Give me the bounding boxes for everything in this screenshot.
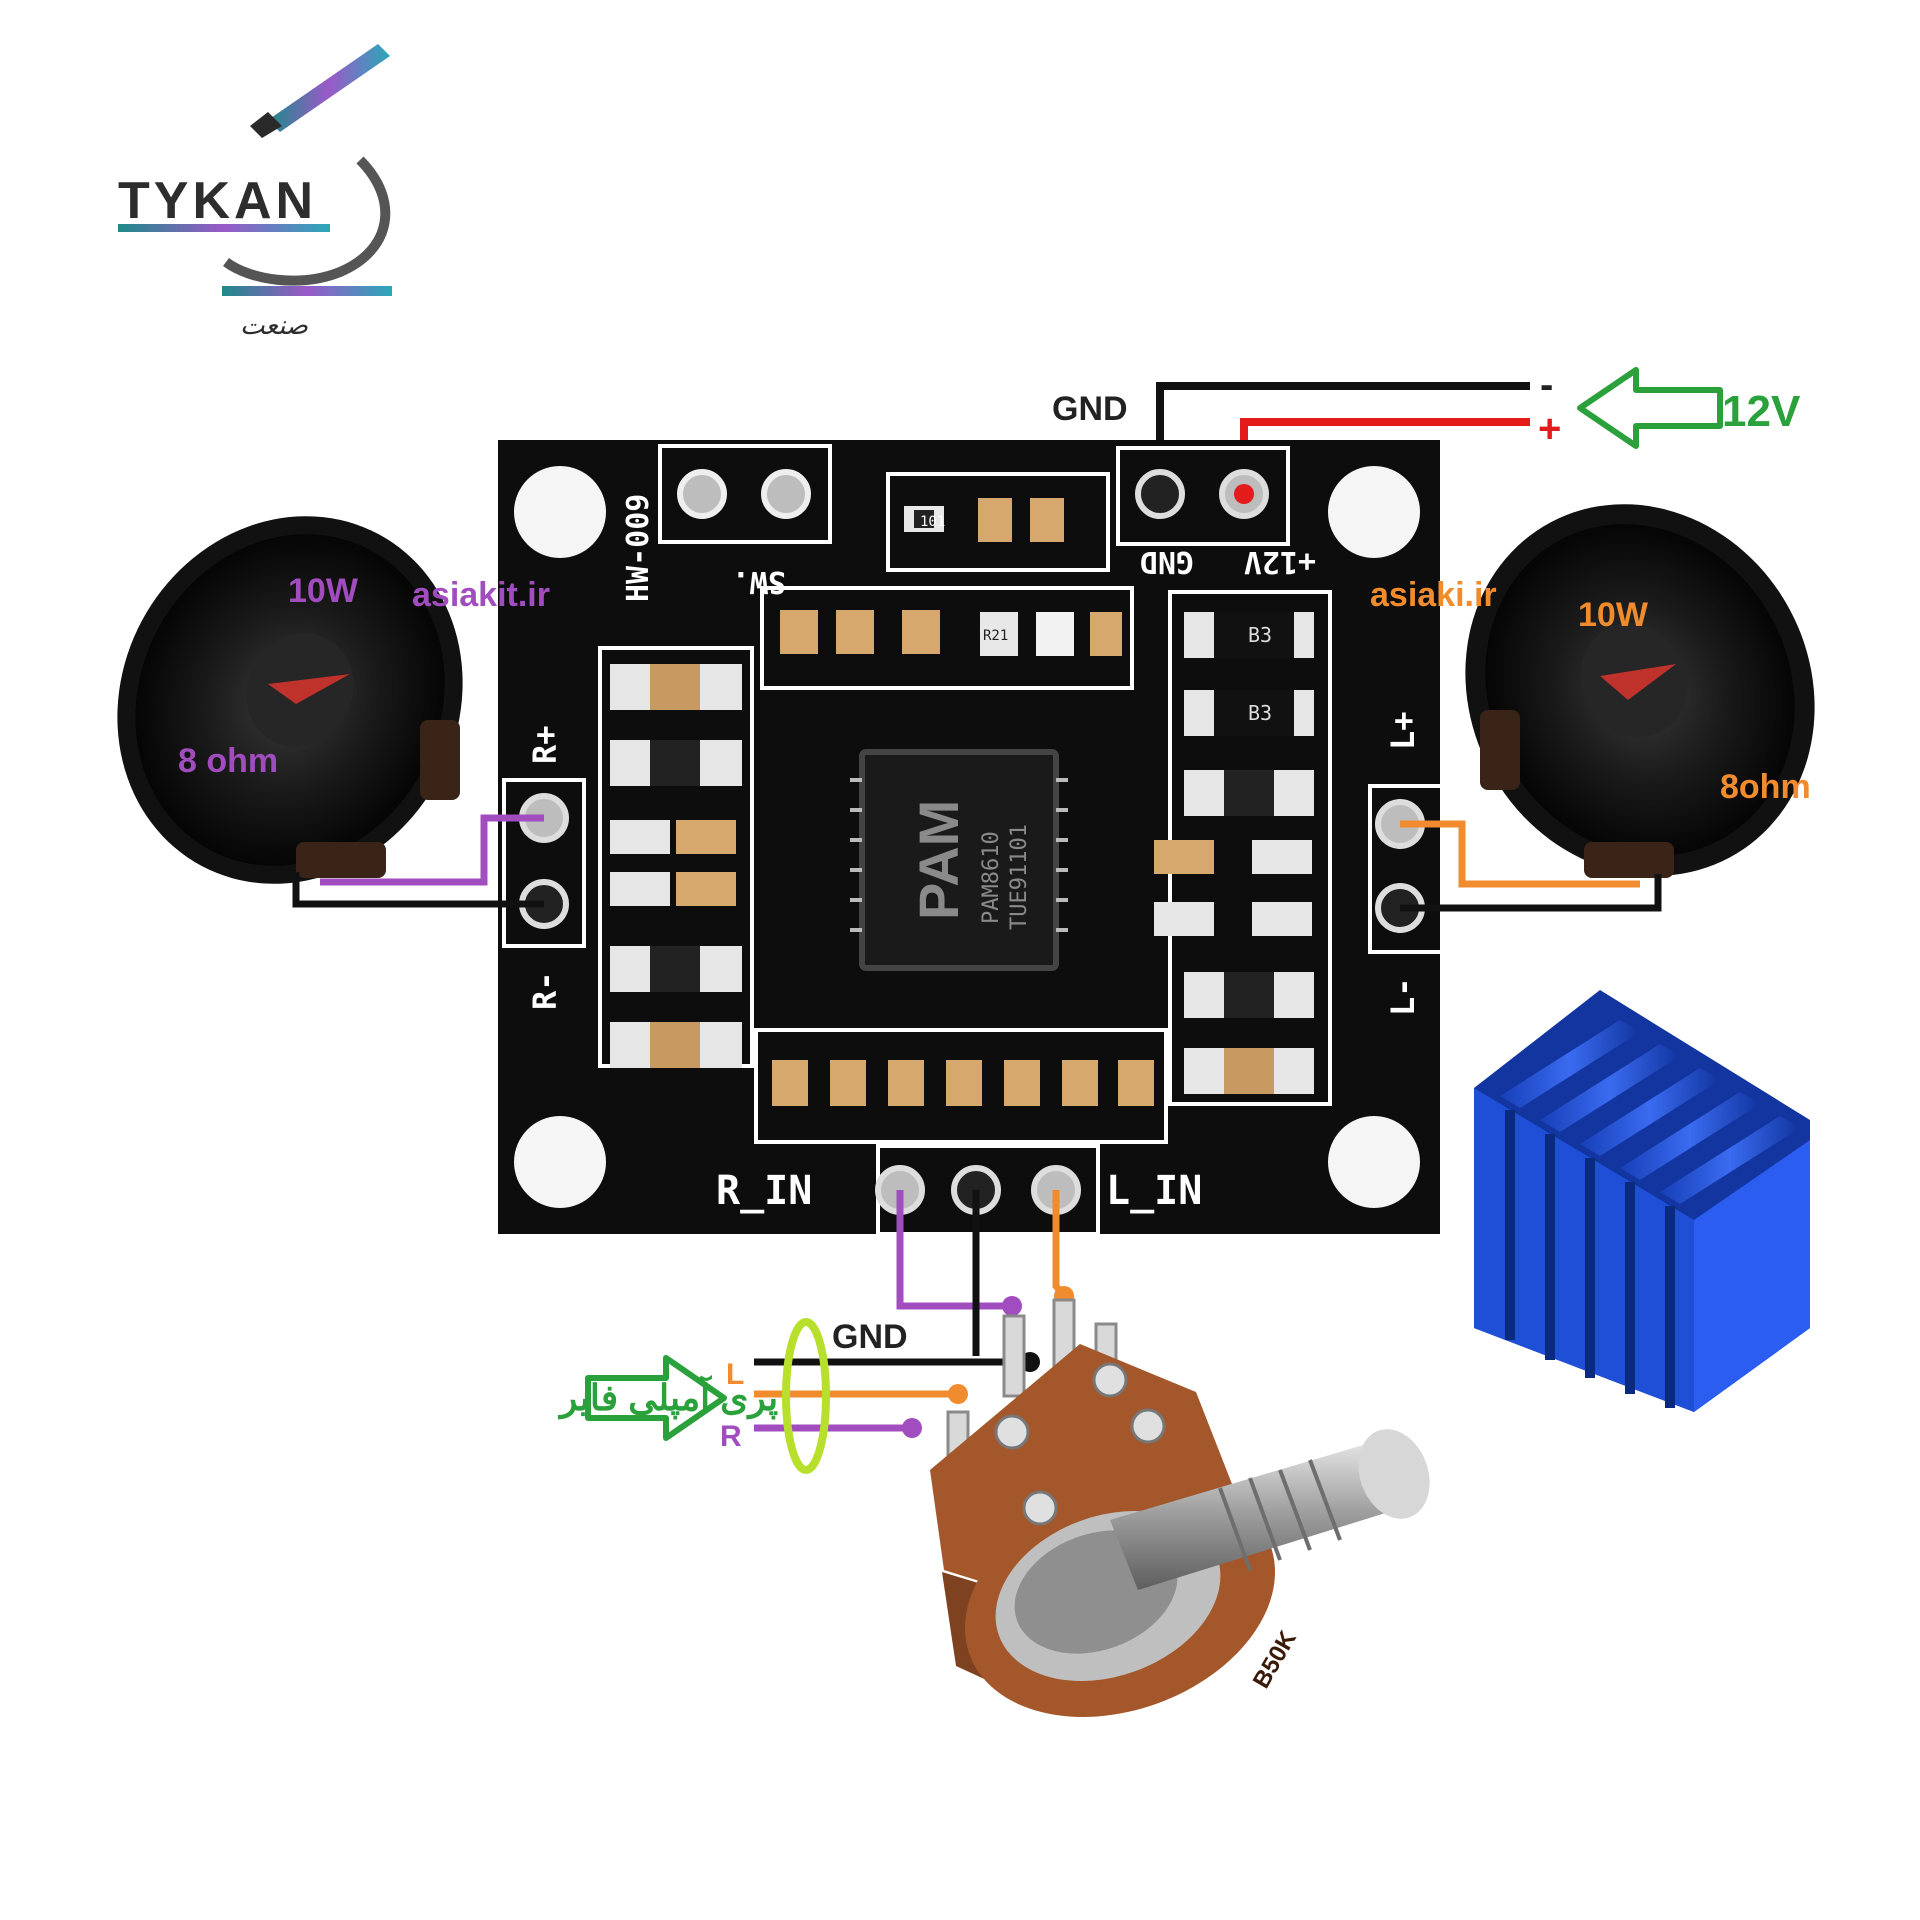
potentiometer-icon (930, 1298, 1430, 1717)
speaker-icon (1465, 504, 1815, 878)
input-gnd-label: GND (832, 1318, 908, 1356)
pcb-board: 101 R21 B3 B3 (498, 440, 1452, 1236)
logo-script: صنعت (240, 310, 309, 340)
resistor-code-r21: R21 (983, 628, 1008, 644)
right-speaker-watermark: asiaki.ir (1370, 576, 1497, 614)
r-plus-label: R+ (526, 725, 564, 764)
l-in-label: L_IN (1106, 1168, 1202, 1214)
gnd-pad-label: GND (1140, 544, 1194, 579)
input-ring (782, 1318, 830, 1474)
speaker-icon (117, 516, 463, 884)
logo-icon (118, 44, 392, 296)
left-speaker-watermark: asiakit.ir (412, 576, 550, 614)
amplifier-chip: PAM PAM8610 TUE91101 (850, 749, 1068, 971)
smd-components-right: B3 B3 (1154, 590, 1332, 1106)
left-speaker-power: 10W (288, 572, 359, 610)
l-minus-label: L- (1384, 977, 1422, 1016)
diode-b3-b: B3 (1248, 701, 1272, 725)
arrow-icon (1577, 367, 1723, 449)
mount-hole (1328, 466, 1420, 558)
r-minus-label: R- (526, 971, 564, 1010)
r-plus-wire (320, 814, 544, 886)
l-plus-wire (1400, 820, 1640, 888)
chip-model: PAM8610 (979, 831, 1004, 924)
resistor-code-101: 101 (920, 514, 945, 530)
power-plus-label: + (1538, 407, 1561, 451)
mount-hole (514, 1116, 606, 1208)
preamp-label: پری آمپلی فایر (557, 1374, 778, 1420)
diode-b3-a: B3 (1248, 623, 1272, 647)
heatsink-icon (1474, 990, 1810, 1412)
sw-label: SW. (732, 564, 786, 599)
input-l-label: L (726, 1358, 744, 1391)
r-in-label: R_IN (716, 1168, 812, 1214)
chip-code: TUE91101 (1007, 824, 1032, 930)
smd-components-top (760, 472, 1134, 690)
logo: TYKAN صنعت (118, 44, 392, 340)
smd-components-bottom (754, 1028, 1168, 1144)
right-speaker-impedance: 8ohm (1720, 768, 1811, 806)
mount-hole (1328, 1116, 1420, 1208)
sw-pad (677, 469, 727, 519)
pot-value-label: B50K (1248, 1626, 1302, 1693)
gnd-pad (1135, 469, 1185, 519)
right-speaker-power: 10W (1578, 596, 1649, 634)
chip-logo: PAM (907, 800, 970, 920)
left-speaker-impedance: 8 ohm (178, 742, 278, 780)
input-r-label: R (720, 1420, 742, 1453)
power-minus-label: - (1540, 363, 1553, 407)
mount-hole (514, 466, 606, 558)
arrow-icon (585, 1355, 727, 1441)
board-model: HW-009 (621, 494, 656, 602)
l-minus-wire (1400, 874, 1662, 912)
power-gnd-label: GND (1052, 390, 1128, 428)
logo-text: TYKAN (118, 172, 317, 230)
r-minus-wire (292, 872, 544, 908)
v12-pad-label: +12V (1244, 544, 1316, 579)
power-voltage-label: 12V (1722, 387, 1801, 436)
sw-pad (761, 469, 811, 519)
l-plus-label: L+ (1384, 711, 1422, 750)
smd-components-left (598, 646, 754, 1068)
